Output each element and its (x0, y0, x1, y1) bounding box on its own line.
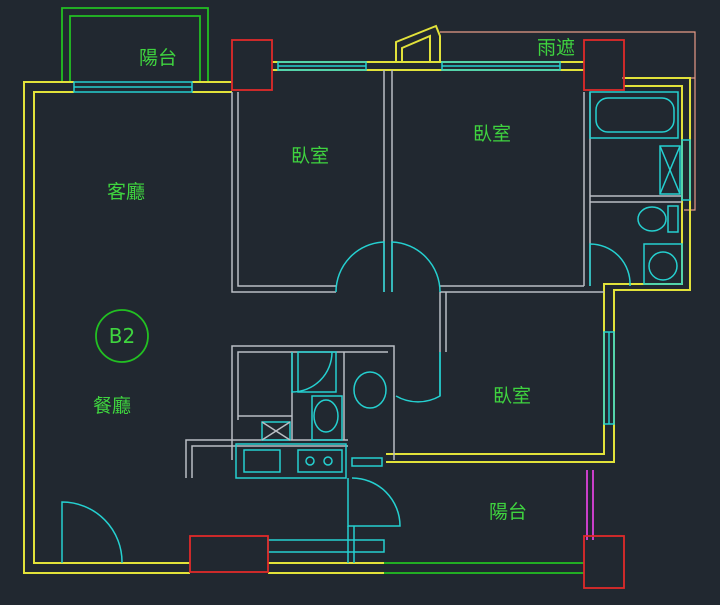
unit-badge-text: B2 (109, 324, 135, 348)
room-label-balcony-bottom: 陽台 (489, 501, 527, 523)
doors (61, 241, 631, 564)
room-label-bedroom-1: 臥室 (291, 145, 329, 167)
room-label-dining-room: 餐廳 (93, 395, 131, 417)
interior-walls (185, 70, 682, 478)
room-label-balcony-top: 陽台 (139, 47, 177, 69)
kitchen-counter (235, 421, 347, 479)
bathroom-fixtures (297, 91, 683, 441)
room-label-living-room: 客廳 (107, 181, 145, 203)
room-label-canopy: 雨遮 (537, 37, 575, 59)
exterior-walls (23, 61, 691, 574)
unit-badge: B2 (95, 309, 149, 363)
balcony-bottom-railing (384, 562, 584, 574)
balcony-top-railing (61, 7, 209, 82)
windows (73, 61, 691, 553)
structural-columns (189, 39, 625, 589)
room-label-bedroom-2: 臥室 (473, 123, 511, 145)
room-label-bedroom-3: 臥室 (493, 385, 531, 407)
balcony-rail (586, 470, 594, 540)
vent-shaft (395, 24, 441, 62)
